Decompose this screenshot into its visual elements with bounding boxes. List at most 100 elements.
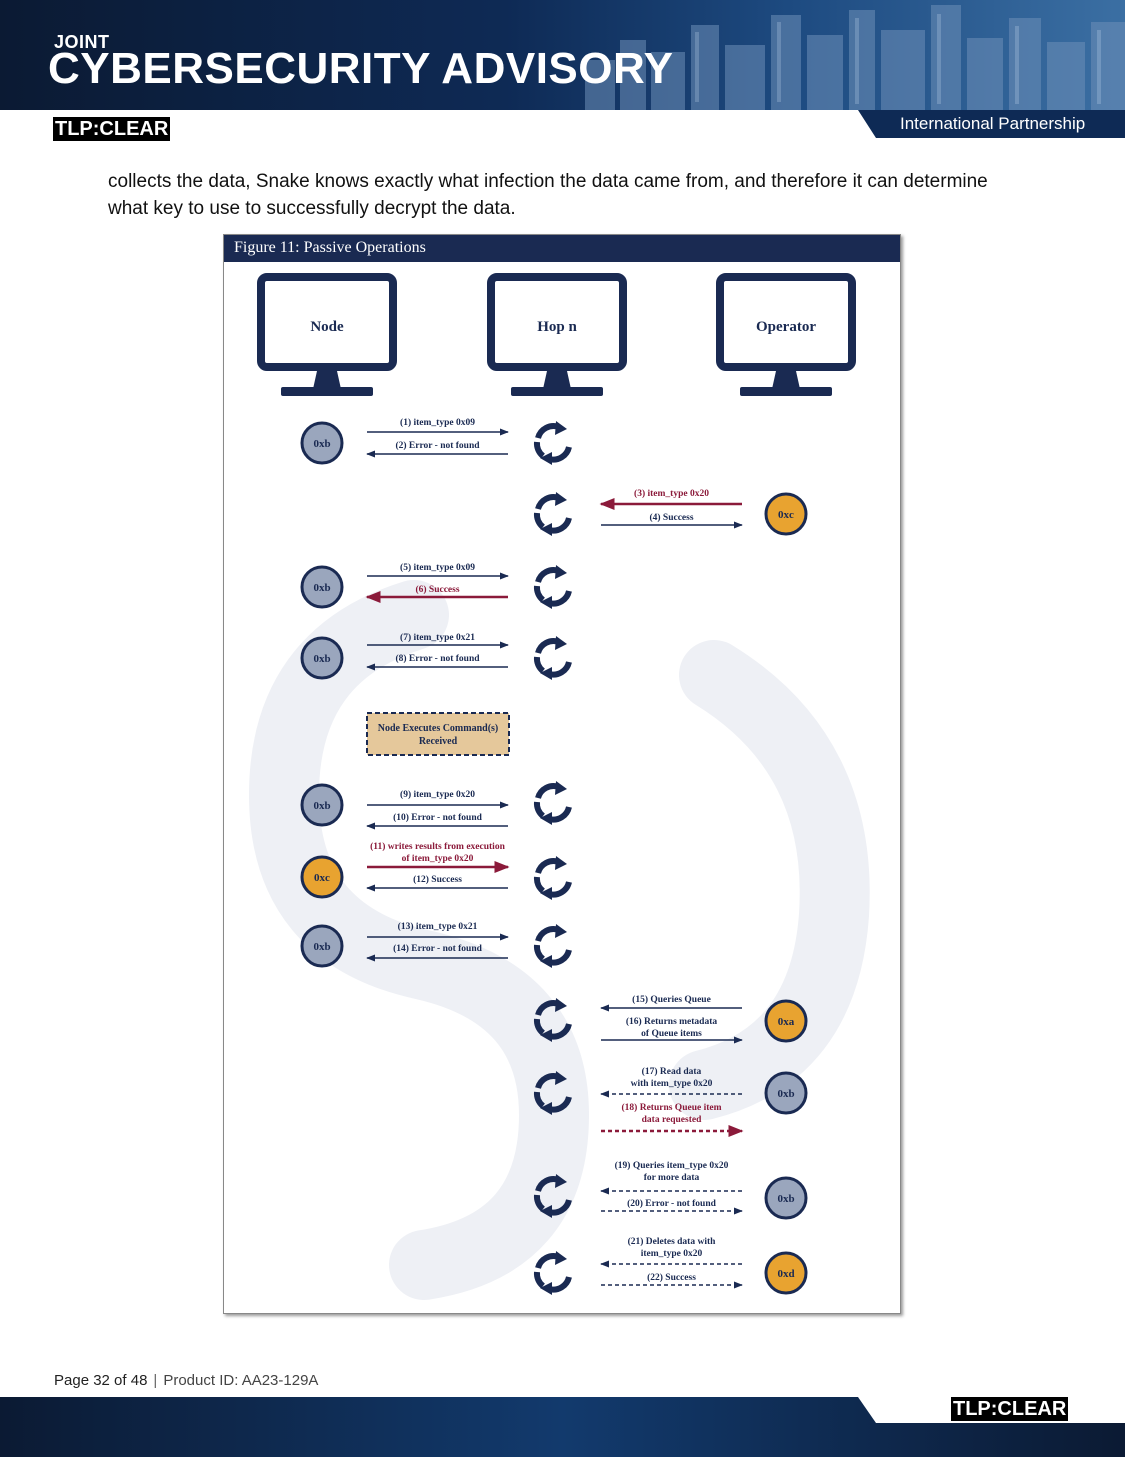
figure-title: Figure 11: Passive Operations <box>234 239 426 256</box>
tlp-badge-top: TLP:CLEAR <box>53 117 171 141</box>
relay-arc <box>533 944 546 962</box>
advisory-header: JOINT CYBERSECURITY ADVISORY <box>0 0 1125 110</box>
session-circle-label: 0xd <box>777 1268 794 1280</box>
session-circle <box>300 855 344 899</box>
column-label-2: Operator <box>756 319 816 335</box>
message-label-16: (16) Returns metadata <box>626 1016 718 1027</box>
relay-cycle-icon <box>533 781 572 825</box>
message-label-20: (20) Error - not found <box>627 1198 717 1209</box>
monitor-neck <box>772 371 800 389</box>
note-line-1: Node Executes Command(s) <box>378 723 499 734</box>
session-circle <box>764 999 808 1043</box>
monitor-icon-hop-n <box>487 273 627 396</box>
header-kicker: JOINT <box>54 32 110 52</box>
relay-arrowhead <box>540 1205 552 1218</box>
message-label-11: (11) writes results from execution <box>370 841 505 852</box>
message-label-22: (22) Success <box>647 1272 696 1283</box>
message-label-13: (13) item_type 0x21 <box>398 921 478 932</box>
footer-page-info: Page 32 of 48 | Product ID: AA23-129A <box>54 1372 318 1389</box>
message-label-11: of item_type 0x20 <box>402 854 474 864</box>
message-label-7: (7) item_type 0x21 <box>400 632 475 643</box>
session-circle <box>764 1071 808 1115</box>
relay-arc <box>533 801 546 819</box>
monitor-screen <box>257 273 397 371</box>
session-circle-label: 0xb <box>313 800 330 812</box>
relay-cycle-icon <box>533 1251 572 1295</box>
relay-arrowhead <box>555 1071 567 1085</box>
message-label-5: (5) item_type 0x09 <box>400 562 475 573</box>
relay-arrowhead <box>555 421 567 435</box>
message-label-12: (12) Success <box>413 874 462 885</box>
monitor-base <box>511 387 603 396</box>
footer-page-number: Page 32 of 48 <box>54 1372 148 1389</box>
relay-cycle-icon <box>533 565 572 609</box>
message-label-9: (9) item_type 0x20 <box>400 789 475 800</box>
message-label-1: (1) item_type 0x09 <box>400 417 475 428</box>
session-circle <box>300 421 344 465</box>
monitor-icon-operator <box>716 273 856 396</box>
city-skyline-graphic <box>585 5 1125 110</box>
relay-arrowhead <box>555 492 567 506</box>
partnership-label: International Partnership <box>900 114 1086 133</box>
relay-arc <box>533 1194 546 1212</box>
session-circle <box>300 636 344 680</box>
session-circle-label: 0xc <box>314 872 330 884</box>
footer-separator: | <box>153 1372 158 1389</box>
relay-arrowhead <box>555 565 567 579</box>
session-circle <box>764 492 808 536</box>
monitor-base <box>740 387 832 396</box>
monitor-screen <box>716 273 856 371</box>
relay-cycle-icon <box>533 1174 572 1218</box>
message-label-17: (17) Read data <box>642 1066 702 1077</box>
body-paragraph: collects the data, Snake knows exactly w… <box>108 171 988 219</box>
relay-arrowhead <box>555 856 567 870</box>
monitor-base <box>281 387 373 396</box>
note-box <box>366 712 510 756</box>
relay-cycle-icon <box>533 636 572 680</box>
relay-arc <box>533 585 546 603</box>
relay-arrowhead <box>540 667 552 680</box>
message-label-17: with item_type 0x20 <box>631 1079 713 1089</box>
relay-cycle-icon <box>533 856 572 900</box>
session-circle-label: 0xb <box>313 582 330 594</box>
session-circle <box>764 1251 808 1295</box>
partnership-bar <box>858 110 1125 138</box>
relay-arrowhead <box>540 1029 552 1042</box>
relay-arrowhead <box>540 955 552 968</box>
message-label-19: for more data <box>644 1173 700 1183</box>
footer-product-id: Product ID: AA23-129A <box>163 1372 319 1389</box>
relay-cycle-icon <box>533 924 572 968</box>
relay-arc <box>533 1018 546 1036</box>
message-label-21: (21) Deletes data with <box>628 1236 717 1247</box>
relay-arrowhead <box>540 1102 552 1115</box>
relay-arrowhead <box>555 1174 567 1188</box>
session-circle-label: 0xb <box>313 941 330 953</box>
message-label-2: (2) Error - not found <box>395 440 480 451</box>
message-label-15: (15) Queries Queue <box>632 994 711 1005</box>
relay-arrowhead <box>540 812 552 825</box>
monitor-icon-node <box>257 273 397 396</box>
header-title: CYBERSECURITY ADVISORY <box>48 44 674 93</box>
message-label-6: (6) Success <box>415 584 459 595</box>
relay-arc <box>533 876 546 894</box>
relay-arrowhead <box>540 596 552 609</box>
session-circle <box>300 565 344 609</box>
session-circle <box>300 783 344 827</box>
monitor-neck <box>543 371 571 389</box>
relay-arc <box>533 656 546 674</box>
relay-cycle-icon <box>533 998 572 1042</box>
relay-arrowhead <box>540 452 552 465</box>
session-circle-label: 0xb <box>313 653 330 665</box>
message-label-3: (3) item_type 0x20 <box>634 488 709 499</box>
session-circle-label: 0xb <box>313 438 330 450</box>
message-label-16: of Queue items <box>641 1029 702 1039</box>
session-circle <box>764 1176 808 1220</box>
session-circle-label: 0xb <box>777 1088 794 1100</box>
monitor-neck <box>313 371 341 389</box>
message-label-18: data requested <box>642 1115 702 1125</box>
note-line-2: Received <box>419 736 458 747</box>
relay-arrowhead <box>555 1251 567 1265</box>
message-label-8: (8) Error - not found <box>395 653 480 664</box>
